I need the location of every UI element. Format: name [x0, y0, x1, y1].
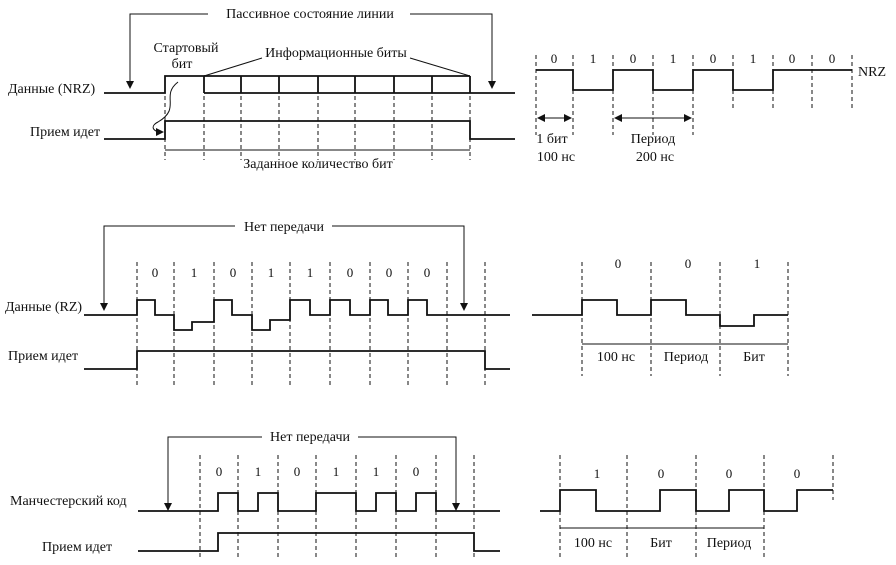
man-detail-signal — [540, 489, 833, 512]
rz-receive-signal — [84, 350, 510, 370]
passive-arrow-right — [410, 13, 496, 89]
bit-width-value: 100 нс — [537, 150, 575, 165]
man-detail-bit: 1 — [594, 466, 601, 481]
man-detail-bit: 0 — [794, 466, 801, 481]
rz-detail-period: Период — [664, 350, 709, 365]
man-no-tx-arrow-right — [358, 436, 460, 511]
rz-no-tx-arrow-right — [332, 225, 468, 311]
nrz-detail-signal — [536, 69, 852, 91]
nrz-panel: Пассивное состояние линии Стартовый бит … — [8, 7, 886, 172]
man-bit: 0 — [216, 464, 223, 479]
man-detail-period: Период — [707, 536, 752, 551]
nrz-data-bits-signal — [204, 75, 515, 94]
rz-detail-bit: 0 — [685, 256, 692, 271]
nrz-start-bit-signal — [104, 75, 205, 94]
nrz-receive-label: Прием идет — [30, 125, 100, 140]
nrz-detail-bit: 0 — [710, 51, 717, 66]
rz-detail-bit-label: Бит — [743, 350, 765, 365]
rz-bit: 0 — [386, 265, 393, 280]
man-receive-label: Прием идет — [42, 540, 112, 555]
rz-bit: 1 — [268, 265, 275, 280]
nrz-detail-bit: 0 — [630, 51, 637, 66]
rz-data-label: Данные (RZ) — [5, 300, 82, 315]
rz-panel: Нет передачи Данные (RZ) Прием идет 0 1 … — [5, 220, 789, 386]
nrz-tag: NRZ — [858, 65, 886, 80]
rz-bit: 0 — [152, 265, 159, 280]
man-bit: 0 — [294, 464, 301, 479]
rz-data-signal — [84, 299, 510, 331]
rz-bit: 1 — [307, 265, 314, 280]
man-bit: 1 — [333, 464, 340, 479]
bit-width-label: 1 бит — [536, 132, 567, 147]
man-no-tx-arrow-left — [164, 436, 262, 511]
info-bits-label: Информационные биты — [265, 46, 407, 61]
rz-bit: 1 — [191, 265, 198, 280]
man-detail-bit: 0 — [726, 466, 733, 481]
man-bit-separators — [199, 455, 475, 560]
nrz-bit-separators — [164, 96, 471, 160]
nrz-bit-transitions — [240, 76, 433, 93]
rz-detail-bit: 1 — [754, 256, 761, 271]
nrz-detail-bit: 0 — [789, 51, 796, 66]
man-detail-bit: 0 — [658, 466, 665, 481]
start-bit-label-1: Стартовый — [154, 41, 219, 56]
rz-bit-separators — [136, 262, 486, 386]
rz-no-tx-label: Нет передачи — [244, 220, 324, 235]
nrz-detail-bit: 1 — [590, 51, 597, 66]
info-bits-pointer-right — [409, 57, 471, 77]
rz-no-tx-arrow-left — [100, 225, 235, 311]
start-bit-label-2: бит — [172, 57, 193, 72]
man-detail-ns: 100 нс — [574, 536, 612, 551]
rz-detail-bit: 0 — [615, 256, 622, 271]
man-receive-signal — [138, 532, 500, 552]
man-data-label: Манчестерский код — [10, 494, 127, 509]
start-trigger-arrow — [152, 81, 179, 136]
rz-bit: 0 — [424, 265, 431, 280]
man-bit: 1 — [255, 464, 262, 479]
info-bits-pointer-left — [203, 57, 263, 77]
nrz-detail-bit: 1 — [750, 51, 757, 66]
period-label: Период — [631, 132, 676, 147]
rz-detail-signal — [532, 299, 788, 327]
period-value: 200 нс — [636, 150, 674, 165]
man-detail-bit-label: Бит — [650, 536, 672, 551]
man-bit: 1 — [373, 464, 380, 479]
nrz-receive-signal — [104, 120, 515, 140]
manchester-detail: 1 0 0 0 100 нс Бит Период — [540, 455, 834, 560]
nrz-detail-bit: 1 — [670, 51, 677, 66]
passive-state-label: Пассивное состояние линии — [226, 7, 394, 22]
bit-count-label: Заданное количество бит — [243, 157, 393, 172]
nrz-detail-bit: 0 — [829, 51, 836, 66]
manchester-panel: Нет передачи Манчестерский код Прием иде… — [10, 430, 834, 560]
man-no-tx-label: Нет передачи — [270, 430, 350, 445]
rz-receive-label: Прием идет — [8, 349, 78, 364]
rz-detail: 0 0 1 100 нс Период Бит — [532, 256, 789, 376]
rz-bit: 0 — [347, 265, 354, 280]
man-data-signal — [138, 492, 500, 512]
rz-bit: 0 — [230, 265, 237, 280]
man-bit: 0 — [413, 464, 420, 479]
nrz-detail-bit: 0 — [551, 51, 558, 66]
nrz-data-label: Данные (NRZ) — [8, 82, 96, 97]
rz-detail-ns: 100 нс — [597, 350, 635, 365]
nrz-detail: 0 1 0 1 0 1 0 0 NRZ 1 бит 100 нс Период … — [535, 51, 886, 165]
